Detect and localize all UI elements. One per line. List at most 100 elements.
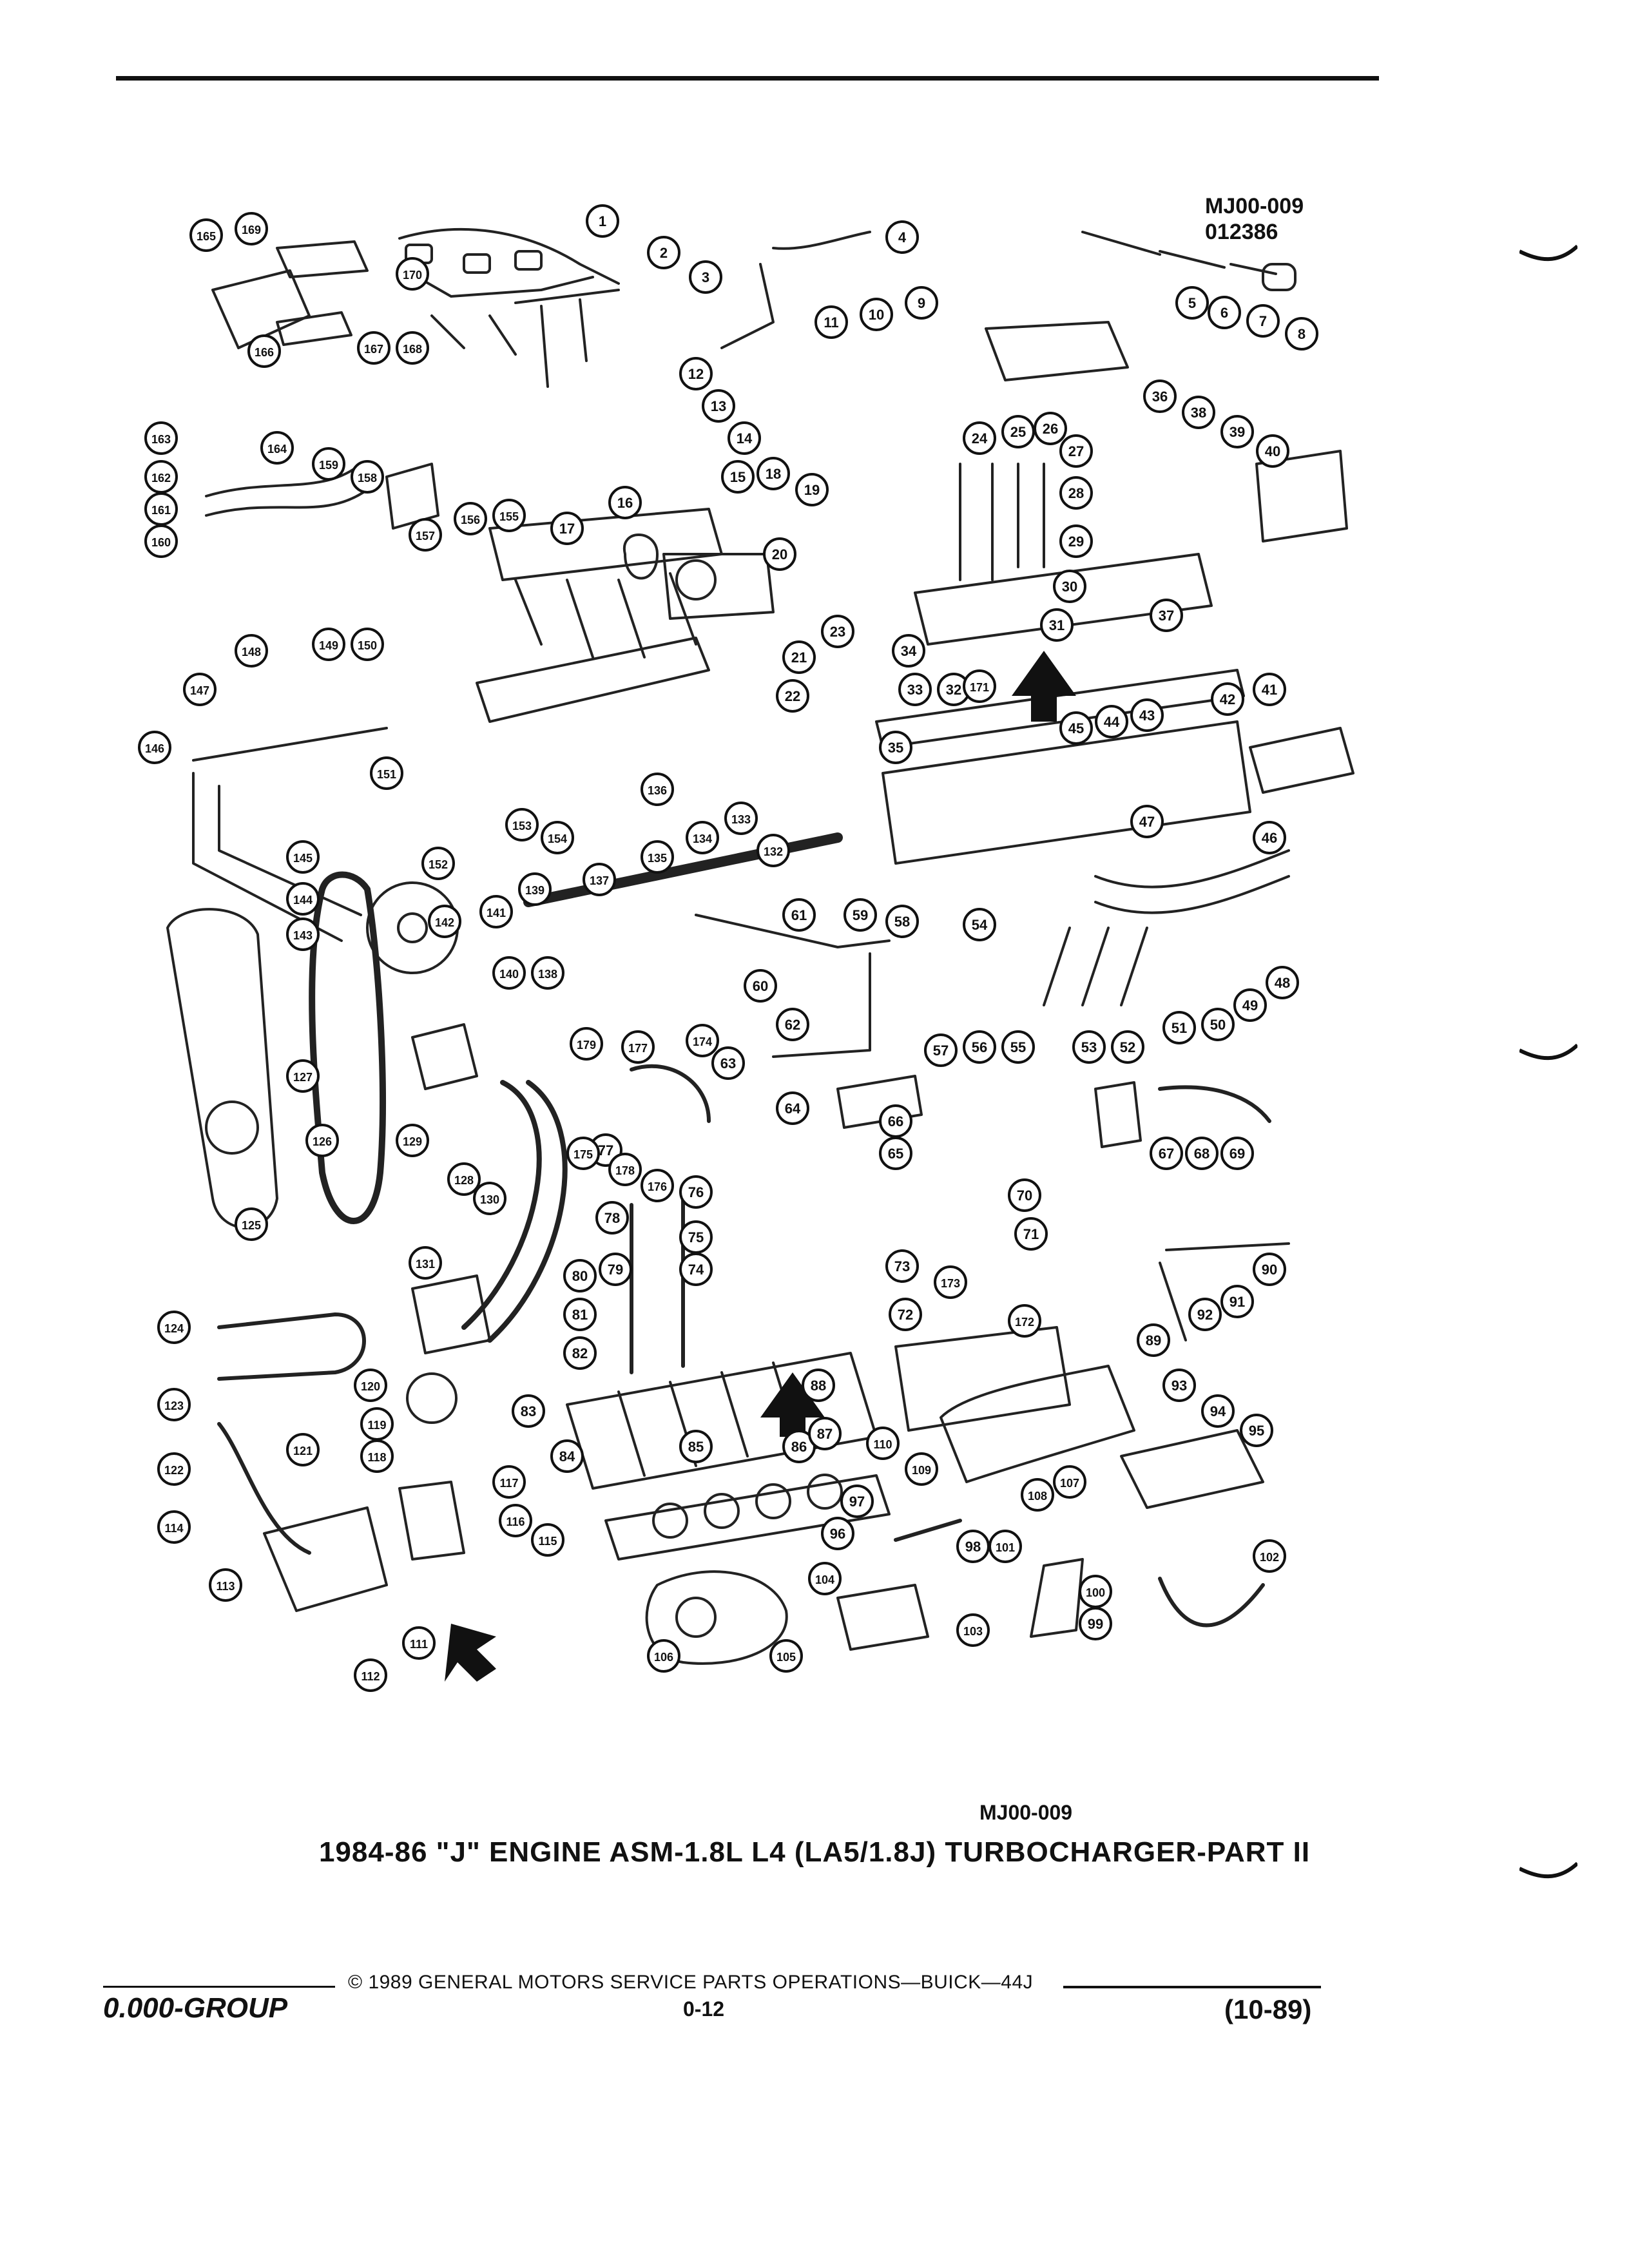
callout-number: 159	[319, 459, 338, 472]
footer-rule-left	[103, 1986, 335, 1988]
callout-circle	[512, 1394, 545, 1428]
margin-binding-mark	[1519, 1862, 1577, 1879]
callout-24: 24	[963, 421, 996, 455]
callout-number: 99	[1088, 1616, 1103, 1632]
callout-number: 103	[963, 1625, 983, 1638]
callout-number: 62	[785, 1017, 800, 1033]
bottom-figure-code: MJ00-009	[979, 1801, 1073, 1824]
callout-circle	[679, 357, 713, 390]
callout-164: 164	[260, 431, 294, 465]
callout-8: 8	[1285, 317, 1318, 351]
callout-171: 171	[963, 669, 996, 703]
callout-number: 104	[815, 1573, 834, 1586]
gasket-bore-4	[807, 1474, 843, 1510]
callout-25: 25	[1001, 415, 1035, 448]
callout-45: 45	[1059, 711, 1093, 745]
callout-105: 105	[769, 1639, 803, 1673]
callout-number: 79	[608, 1262, 623, 1278]
callout-circle	[641, 773, 674, 806]
callout-165: 165	[189, 218, 223, 252]
callout-number: 36	[1152, 389, 1168, 405]
callout-57: 57	[924, 1033, 958, 1067]
callout-44: 44	[1095, 705, 1128, 738]
callout-40: 40	[1256, 434, 1289, 468]
callout-number: 150	[358, 639, 377, 652]
callout-173: 173	[934, 1265, 967, 1299]
callout-number: 35	[888, 740, 903, 756]
callout-circle	[1053, 1465, 1086, 1499]
bracket-169-drawing	[276, 240, 369, 278]
callout-number: 121	[293, 1445, 313, 1457]
callout-43: 43	[1130, 698, 1164, 732]
callout-circle	[447, 1162, 481, 1196]
callout-circle	[679, 1430, 713, 1463]
callout-6: 6	[1208, 296, 1241, 329]
callout-circle	[702, 389, 735, 423]
date-code: (10-89)	[1224, 1994, 1312, 2024]
callout-circle	[402, 1626, 436, 1660]
callout-29: 29	[1059, 524, 1093, 558]
callout-number: 119	[367, 1419, 386, 1432]
callout-167: 167	[357, 331, 390, 365]
figure-code-block: MJ00-009 012386	[1205, 193, 1304, 245]
callout-circle	[808, 1562, 842, 1595]
callout-number: 163	[151, 433, 171, 446]
callout-number: 60	[753, 978, 768, 994]
callout-circle	[1201, 1394, 1235, 1428]
callout-number: 55	[1010, 1039, 1026, 1055]
callout-number: 172	[1015, 1316, 1034, 1329]
callout-130: 130	[473, 1182, 506, 1215]
callout-number: 166	[255, 346, 274, 359]
callout-27: 27	[1059, 434, 1093, 468]
callout-number: 78	[604, 1210, 620, 1226]
callout-number: 151	[377, 768, 396, 781]
oxygen-sensor-drawing	[894, 1519, 962, 1542]
callout-circle	[934, 1265, 967, 1299]
callout-59: 59	[843, 898, 877, 932]
callout-circle	[1053, 570, 1086, 603]
callout-number: 94	[1210, 1403, 1226, 1419]
callout-circle	[1253, 673, 1286, 706]
callout-circle	[473, 1182, 506, 1215]
callout-7: 7	[1246, 304, 1280, 338]
callout-circle	[531, 956, 564, 990]
callout-circle	[795, 473, 829, 506]
callout-123: 123	[157, 1388, 191, 1421]
callout-131: 131	[409, 1246, 442, 1280]
callout-number: 142	[435, 916, 454, 929]
figure-sub-code: 012386	[1205, 220, 1278, 244]
callout-number: 179	[577, 1039, 596, 1052]
callout-108: 108	[1021, 1478, 1054, 1512]
callout-54: 54	[963, 908, 996, 941]
callout-circle	[157, 1388, 191, 1421]
callout-87: 87	[808, 1417, 842, 1450]
callout-172: 172	[1008, 1304, 1041, 1338]
callout-number: 3	[702, 269, 709, 285]
callout-109: 109	[905, 1452, 938, 1486]
callout-175: 175	[566, 1137, 600, 1170]
callout-number: 127	[293, 1071, 313, 1084]
manifold-gasket-drawing	[476, 637, 710, 723]
callout-number: 154	[548, 832, 567, 845]
callout-number: 177	[628, 1042, 648, 1055]
callout-number: 89	[1146, 1332, 1161, 1349]
head-valves-drawing	[617, 1361, 800, 1477]
callout-number: 125	[242, 1219, 261, 1232]
callout-circle	[1008, 1304, 1041, 1338]
callout-circle	[312, 447, 345, 481]
pipe-90-drawing	[1159, 1242, 1290, 1341]
throttle-adapter-129-drawing	[411, 1023, 478, 1090]
callout-81: 81	[563, 1298, 597, 1331]
bracket-65-drawing	[836, 1075, 923, 1129]
callout-number: 123	[164, 1399, 184, 1412]
callout-56: 56	[963, 1030, 996, 1064]
callout-circle	[679, 1220, 713, 1254]
callout-circle	[396, 257, 429, 291]
callout-160: 160	[144, 524, 178, 558]
callout-circle	[1253, 1539, 1286, 1573]
callout-circle	[409, 1246, 442, 1280]
callout-91: 91	[1220, 1285, 1254, 1318]
callout-121: 121	[286, 1433, 320, 1466]
callout-circle	[1253, 821, 1286, 854]
callout-166: 166	[247, 334, 281, 368]
